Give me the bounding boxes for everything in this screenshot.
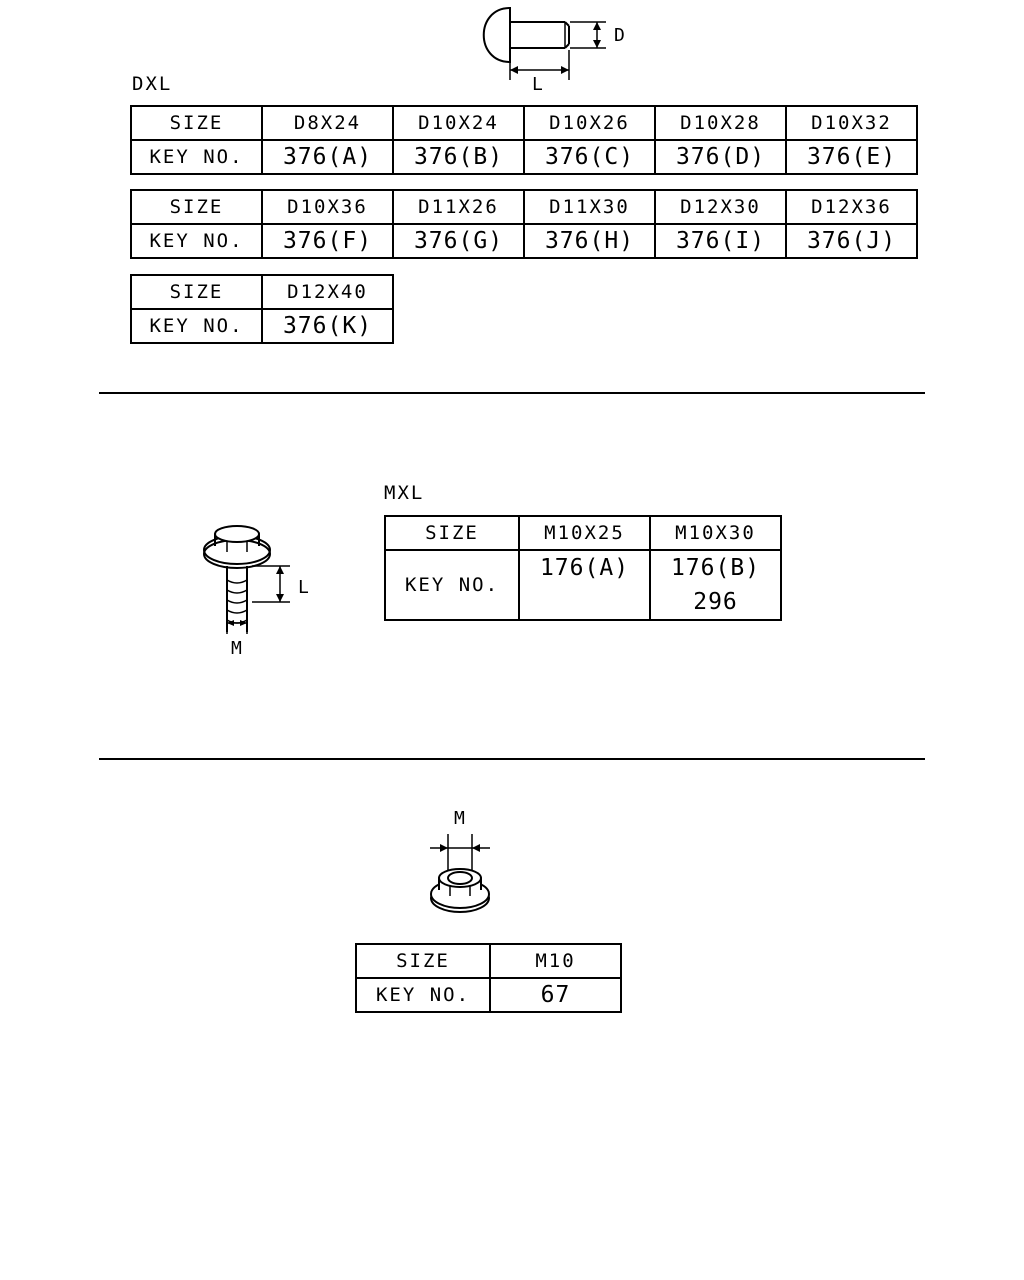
key-value: 176(A) <box>539 555 630 581</box>
rivet-dim-l-label: L <box>532 74 543 95</box>
size-row-label: SIZE <box>130 274 263 310</box>
size-row-label: SIZE <box>130 105 263 141</box>
bolt-dim-l-label: L <box>298 577 309 598</box>
dxl-table-2: SIZE D10X36 D11X26 D11X30 D12X30 D12X36 … <box>130 189 918 259</box>
key-cell: 376(J) <box>785 223 918 259</box>
size-cell: D12X40 <box>261 274 394 310</box>
key-value: 296 <box>693 589 738 615</box>
size-cell: D10X32 <box>785 105 918 141</box>
key-cell: 376(D) <box>654 139 787 175</box>
size-cell: D10X36 <box>261 189 394 225</box>
key-row-label: KEY NO. <box>355 977 491 1013</box>
key-cell: 376(K) <box>261 308 394 344</box>
size-cell: D10X28 <box>654 105 787 141</box>
key-cell: 176(A) <box>518 549 651 621</box>
flange-nut-diagram <box>430 834 490 913</box>
size-cell: D12X36 <box>785 189 918 225</box>
key-value: 176(B) <box>670 555 761 581</box>
nut-table: SIZE M10 KEY NO. 67 <box>355 943 622 1013</box>
size-cell: M10X30 <box>649 515 782 551</box>
size-row-label: SIZE <box>384 515 520 551</box>
mxl-table: SIZE M10X25 M10X30 KEY NO. 176(A) 176(B)… <box>384 515 782 621</box>
key-cell: 376(I) <box>654 223 787 259</box>
key-row-label: KEY NO. <box>130 223 263 259</box>
nut-dim-m-label: M <box>454 808 465 829</box>
section-divider <box>99 392 925 394</box>
rivet-diagram <box>482 6 606 80</box>
size-cell: D12X30 <box>654 189 787 225</box>
dxl-section-title: DXL <box>132 73 173 95</box>
size-cell: D10X26 <box>523 105 656 141</box>
key-cell: 376(E) <box>785 139 918 175</box>
key-cell: 376(B) <box>392 139 525 175</box>
flange-bolt-diagram <box>203 525 290 634</box>
mxl-section-title: MXL <box>384 482 425 504</box>
dxl-table-1: SIZE D8X24 D10X24 D10X26 D10X28 D10X32 K… <box>130 105 918 175</box>
size-cell: D10X24 <box>392 105 525 141</box>
key-cell: 176(B) 296 <box>649 549 782 621</box>
bolt-dim-m-label: M <box>231 638 242 659</box>
key-row-label: KEY NO. <box>384 549 520 621</box>
size-cell: D11X26 <box>392 189 525 225</box>
size-row-label: SIZE <box>130 189 263 225</box>
rivet-dim-d-label: D <box>614 25 625 46</box>
key-cell: 67 <box>489 977 622 1013</box>
key-cell: 376(G) <box>392 223 525 259</box>
size-row-label: SIZE <box>355 943 491 979</box>
size-cell: D11X30 <box>523 189 656 225</box>
key-cell: 376(H) <box>523 223 656 259</box>
key-row-label: KEY NO. <box>130 308 263 344</box>
section-divider <box>99 758 925 760</box>
key-row-label: KEY NO. <box>130 139 263 175</box>
size-cell: M10 <box>489 943 622 979</box>
dxl-table-3: SIZE D12X40 KEY NO. 376(K) <box>130 274 394 344</box>
key-cell: 376(F) <box>261 223 394 259</box>
key-cell: 376(C) <box>523 139 656 175</box>
size-cell: D8X24 <box>261 105 394 141</box>
key-cell: 376(A) <box>261 139 394 175</box>
size-cell: M10X25 <box>518 515 651 551</box>
